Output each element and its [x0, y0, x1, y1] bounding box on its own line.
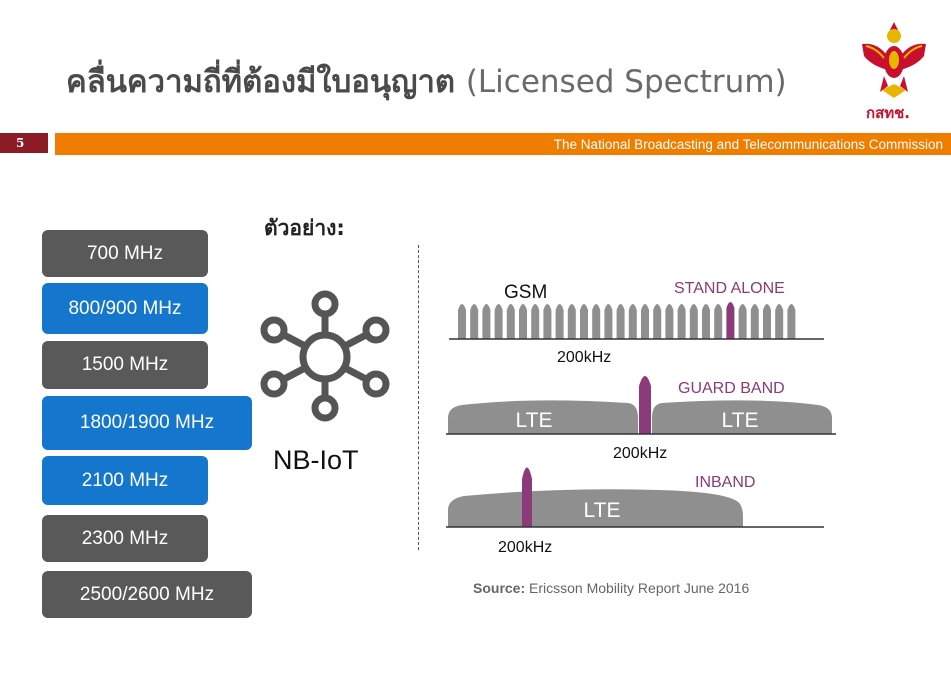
gsm-carrier: [763, 304, 771, 339]
title-english: (Licensed Spectrum): [465, 64, 787, 100]
gsm-label: GSM: [504, 282, 547, 303]
lte-label-left: LTE: [516, 409, 553, 432]
page-title: คลื่นความถี่ที่ต้องมีใบอนุญาต (Licensed …: [66, 56, 787, 106]
page-number: 5: [0, 133, 48, 153]
gsm-carrier: [543, 304, 552, 339]
inband-label: INBAND: [695, 474, 755, 491]
gsm-carrier: [787, 304, 796, 339]
band-2300: 2300 MHz: [42, 515, 208, 562]
example-heading: ตัวอย่าง:: [264, 216, 345, 240]
band-700: 700 MHz: [42, 230, 208, 277]
band-1500: 1500 MHz: [42, 341, 208, 389]
gsm-carrier: [653, 304, 662, 339]
gsm-carrier: [519, 304, 527, 339]
gsm-carrier: [592, 304, 601, 339]
band-800-900: 800/900 MHz: [42, 283, 208, 334]
band-1800-1900: 1800/1900 MHz: [42, 396, 252, 450]
band-2500-2600: 2500/2600 MHz: [42, 571, 252, 618]
title-thai: คลื่นความถี่ที่ต้องมีใบอนุญาต: [66, 64, 456, 100]
nbiot-label: NB-IoT: [273, 445, 359, 475]
lte-carrier-inband: [448, 489, 743, 527]
gsm-carrier: [677, 304, 686, 339]
gsm-carrier: [482, 304, 491, 339]
gsm-carrier: [580, 304, 588, 339]
nbiot-carrier-guardband: [639, 376, 651, 434]
gsm-carrier: [506, 304, 515, 339]
gsm-carrier: [641, 304, 649, 339]
lte-label-right: LTE: [722, 409, 759, 432]
gsm-carrier: [775, 304, 784, 339]
gsm-carrier: [689, 304, 698, 339]
banner-bar: The National Broadcasting and Telecommun…: [55, 133, 951, 155]
gsm-carrier: [458, 304, 466, 339]
source-text: Ericsson Mobility Report June 2016: [529, 580, 750, 596]
guardband-label: GUARD BAND: [678, 380, 785, 397]
lte-label-inband: LTE: [584, 499, 621, 522]
gsm-carrier: [714, 304, 723, 339]
network-hub-icon: [260, 290, 390, 422]
nbiot-carrier-standalone: [726, 302, 735, 339]
lte-carrier-left: [448, 400, 638, 434]
gsm-carrier: [567, 304, 576, 339]
gsm-carrier: [494, 304, 503, 339]
gsm-carrier: [470, 304, 479, 339]
deployment-diagram: GSM STAND ALONE 200kHz GUARD BAND LTE LT…: [446, 280, 836, 556]
bandwidth-label-inband: 200kHz: [498, 539, 552, 556]
banner-text: The National Broadcasting and Telecommun…: [553, 137, 943, 152]
gsm-carrier: [628, 304, 637, 339]
source-note: Source: Ericsson Mobility Report June 20…: [473, 580, 749, 596]
band-2100: 2100 MHz: [42, 456, 208, 505]
gsm-carrier: [616, 304, 625, 339]
dashed-divider: [418, 245, 419, 550]
source-prefix: Source:: [473, 580, 526, 596]
gsm-carrier: [531, 304, 540, 339]
lte-carrier-right: [652, 400, 832, 434]
gsm-carrier: [738, 304, 747, 339]
gsm-carrier: [702, 304, 710, 339]
gsm-carriers: [458, 302, 796, 339]
standalone-label: STAND ALONE: [674, 280, 785, 297]
bandwidth-label-guardband: 200kHz: [613, 445, 667, 462]
nbiot-carrier-inband: [522, 467, 532, 527]
gsm-carrier: [750, 304, 759, 339]
logo-text: กสทช.: [866, 104, 911, 122]
gsm-carrier: [665, 304, 674, 339]
gsm-carrier: [555, 304, 564, 339]
garuda-emblem-icon: [862, 22, 926, 98]
bandwidth-label-standalone: 200kHz: [557, 349, 611, 366]
gsm-carrier: [604, 304, 613, 339]
